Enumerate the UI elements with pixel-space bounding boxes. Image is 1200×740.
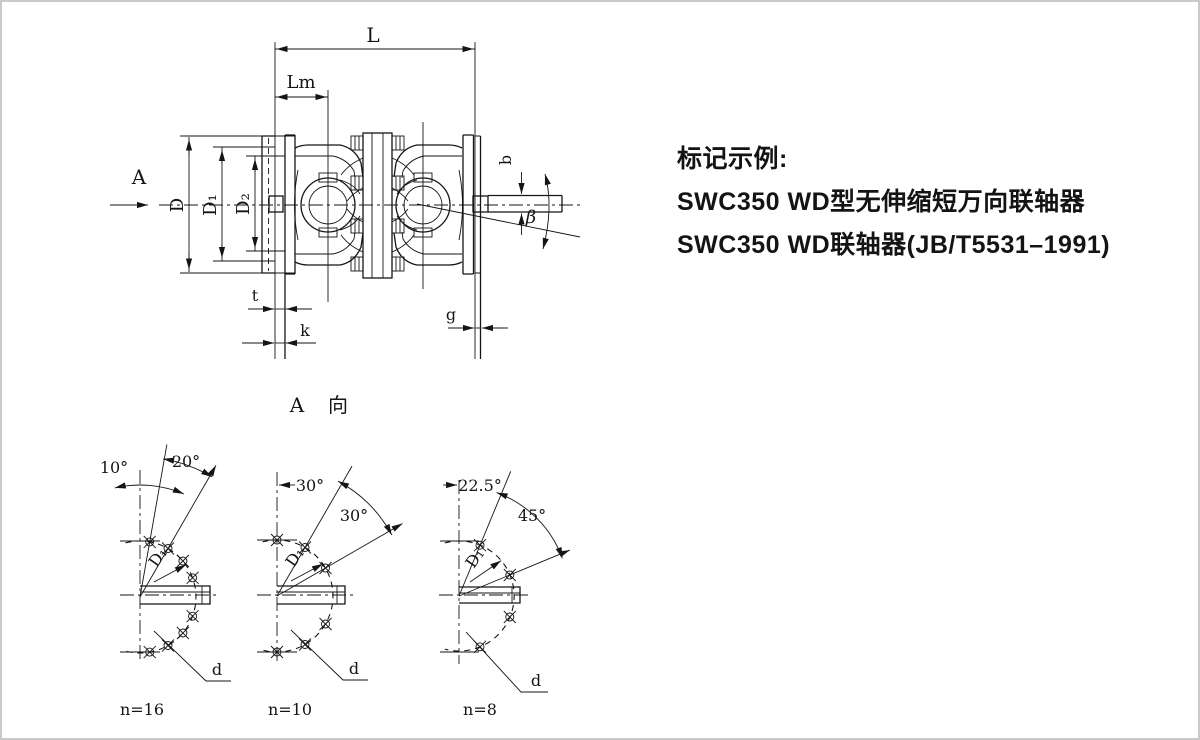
dim-D-label: D [167, 198, 188, 212]
angle-pitch-label: 20° [172, 452, 200, 471]
marking-example-line1: SWC350 WD型无伸缩短万向联轴器 [677, 188, 1086, 216]
right-companion-flange [472, 135, 563, 359]
left-yoke-body [294, 144, 364, 266]
dim-k-label: k [300, 321, 310, 340]
left-companion-flange [261, 135, 284, 274]
view-a-title-cjk: 向 [328, 394, 348, 417]
left-yoke-flange [284, 134, 296, 359]
flange-bolts [350, 135, 405, 272]
dim-Lm-label: Lm [286, 72, 315, 93]
dim-D2-extensions [246, 155, 285, 252]
angle-offset-label: 22.5° [458, 476, 502, 495]
right-yoke-body [391, 144, 463, 266]
central-flange-stack [350, 132, 405, 279]
hole-dia-label: d [531, 671, 541, 690]
bolt-circle [262, 539, 334, 653]
main-assembly-view: A L Lm D D₁ D₂ [110, 23, 584, 359]
dim-L-label: L [366, 23, 379, 47]
dim-D-extensions [180, 135, 295, 274]
hole-count-label: n=16 [120, 700, 164, 719]
dim-D1-label: D₁ [200, 194, 221, 216]
hole-dia-label: d [212, 660, 222, 679]
angle-pitch-label: 30° [340, 506, 368, 525]
bolt-circle [444, 540, 515, 652]
beta-arc [542, 173, 551, 250]
hole-count-label: n=10 [268, 700, 312, 719]
bolt-circle [125, 540, 197, 654]
angle-pitch-label: 45° [518, 506, 546, 525]
angle-offset-label: 10° [100, 458, 128, 477]
deflection-line [416, 203, 581, 238]
hole-dia-label: d [349, 659, 359, 678]
dim-D1-extensions [213, 146, 275, 262]
dim-g-label: g [446, 305, 456, 324]
bolt-pattern-n8: 22.5° 45° D₁ d n=8 [439, 471, 571, 719]
right-yoke-flange [462, 134, 475, 275]
view-a-title: A 向 [289, 393, 348, 417]
bolt-pattern-n16: 10° 20° D₁ d n=16 [100, 444, 231, 719]
marking-example-heading: 标记示例: [677, 145, 788, 173]
dim-D2-label: D₂ [233, 193, 254, 215]
view-a-title-letter: A [289, 393, 305, 417]
marking-example-line2: SWC350 WD联轴器(JB/T5531–1991) [677, 231, 1111, 259]
dim-beta-label: β [525, 207, 536, 228]
bolt-pattern-n10: 30° 30° D₁ d n=10 [257, 465, 403, 719]
dim-t-label: t [252, 286, 259, 305]
hole-count-label: n=8 [463, 700, 497, 719]
angle-offset-label: 30° [296, 476, 324, 495]
view-a-arrow-label: A [131, 165, 147, 189]
dim-b-label: b [496, 155, 515, 165]
marking-example-block: 标记示例: SWC350 WD型无伸缩短万向联轴器 SWC350 WD联轴器(J… [677, 138, 1110, 267]
